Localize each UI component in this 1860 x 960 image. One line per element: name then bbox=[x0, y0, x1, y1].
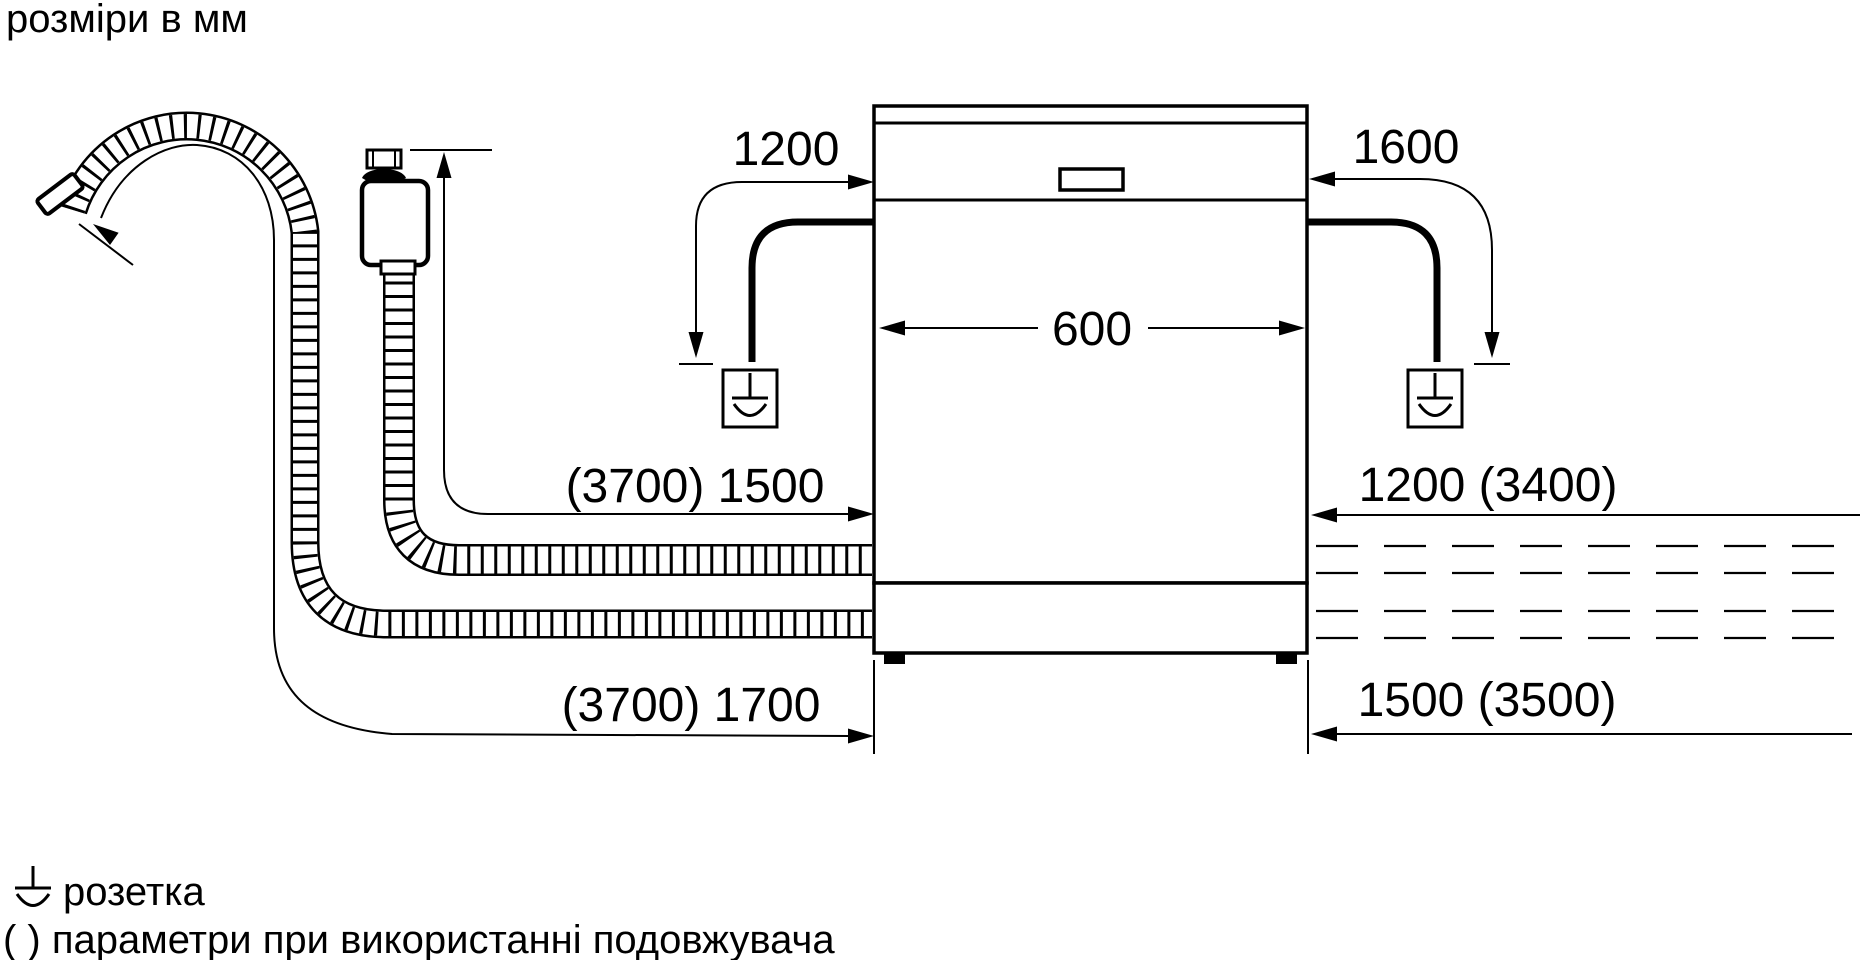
door-handle bbox=[1058, 167, 1125, 192]
dimension-label: (3700) 1500 bbox=[566, 460, 825, 513]
power-cord-left bbox=[748, 218, 874, 362]
foot-right bbox=[1276, 653, 1297, 664]
arrowhead bbox=[848, 728, 874, 744]
dimension-label: 600 bbox=[1052, 303, 1132, 356]
dimension-supply-right: 1200 (3400) bbox=[1311, 459, 1860, 523]
dimension-label: 1500 (3500) bbox=[1358, 674, 1617, 727]
arrowhead bbox=[879, 320, 905, 336]
dishwasher bbox=[872, 104, 1309, 664]
arrowhead bbox=[1309, 171, 1335, 187]
legend: розетка ( ) параметри при використанні п… bbox=[3, 866, 835, 960]
arrowhead bbox=[1311, 726, 1337, 742]
drain-hose bbox=[59, 111, 872, 639]
supply-hose bbox=[383, 268, 872, 576]
dimension-label: 1200 (3400) bbox=[1359, 459, 1618, 512]
plinth bbox=[872, 581, 1309, 655]
page-title: розміри в мм bbox=[6, 0, 248, 41]
socket-icon-right bbox=[1406, 368, 1464, 429]
socket-icon-left bbox=[721, 368, 779, 429]
dimension-supply-hose: (3700) 1500 bbox=[410, 149, 874, 522]
aquastop-valve-icon bbox=[359, 148, 431, 276]
arrowhead bbox=[93, 224, 119, 246]
foot-left bbox=[884, 653, 905, 664]
dimension-drain-hose: (3700) 1700 bbox=[93, 143, 875, 754]
legend-brackets-label: ( ) параметри при використанні подовжува… bbox=[3, 918, 835, 960]
dimension-power-left: 1200 bbox=[679, 123, 874, 365]
arrowhead bbox=[436, 152, 452, 178]
nozzle-leader-line bbox=[78, 223, 134, 266]
arrowhead bbox=[688, 332, 704, 358]
dimension-label: 1600 bbox=[1353, 121, 1460, 174]
arrowhead bbox=[848, 506, 874, 522]
dimension-power-right: 1600 bbox=[1309, 121, 1510, 365]
arrowhead bbox=[1279, 320, 1305, 336]
arrowhead bbox=[1311, 507, 1337, 523]
drain-hose-nozzle-icon bbox=[35, 172, 85, 216]
dimension-label: (3700) 1700 bbox=[562, 679, 821, 732]
arrowhead bbox=[848, 174, 874, 190]
power-cord-right bbox=[1307, 218, 1441, 362]
dimension-label: 1200 bbox=[733, 123, 840, 176]
legend-socket-label: розетка bbox=[63, 870, 206, 914]
hose-dashed-continuation bbox=[1316, 544, 1860, 640]
socket-icon bbox=[15, 866, 51, 907]
dimension-drain-right: 1500 (3500) bbox=[1307, 660, 1852, 754]
dimension-width: 600 bbox=[879, 303, 1305, 356]
arrowhead bbox=[1484, 332, 1500, 358]
